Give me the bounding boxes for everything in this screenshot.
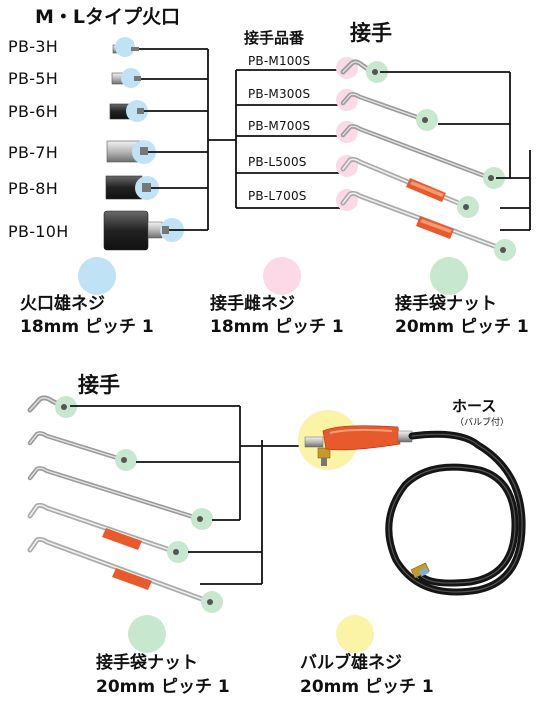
joint-pipes-bottom xyxy=(27,395,213,605)
burner-connectors xyxy=(139,48,340,231)
burner-label-pb-3h: PB-3H xyxy=(8,37,59,56)
joint-connectors-top xyxy=(380,71,531,231)
joint-connectors-bottom xyxy=(70,405,320,585)
legend-joint-nut-label: 接手袋ナット xyxy=(395,294,497,314)
joint-code-pb-l700s: PB-L700S xyxy=(248,189,307,203)
burner-label-pb-6h: PB-6H xyxy=(8,102,59,121)
joint-pipes-top xyxy=(340,59,508,253)
legend-circles-bottom xyxy=(128,615,374,653)
legend-circles-top xyxy=(78,257,468,295)
joint-pb-l500s-icon xyxy=(340,156,471,210)
joint-code-pb-m300s: PB-M300S xyxy=(248,87,311,101)
joint-thread-markers xyxy=(336,57,358,211)
hose-title: ホース xyxy=(452,397,497,415)
joint-pb-m300s-icon xyxy=(340,92,428,123)
burner-section-title: M・Lタイプ火口 xyxy=(35,6,181,28)
hose-subtitle: （バルブ付） xyxy=(455,418,510,428)
joint-section-title: 接手 xyxy=(350,21,392,45)
legend-joint-female-spec: 18mm ピッチ 1 xyxy=(210,317,344,337)
burner-label-pb-8h: PB-8H xyxy=(8,179,59,198)
legend-valve-thread-label: バルブ雄ネジ xyxy=(300,653,402,673)
joint-code-pb-m100s: PB-M100S xyxy=(248,54,311,68)
burner-label-pb-10h: PB-10H xyxy=(8,222,69,241)
legend-valve-thread-spec: 20mm ピッチ 1 xyxy=(300,677,434,697)
bottom-joint-title: 接手 xyxy=(78,373,120,397)
legend-bottom-nut-spec: 20mm ピッチ 1 xyxy=(96,677,230,697)
joint-code-pb-l500s: PB-L500S xyxy=(248,155,307,169)
joint-pb-m700s-icon xyxy=(340,124,493,181)
hose-icon xyxy=(385,430,526,596)
legend-burner-thread-spec: 18mm ピッチ 1 xyxy=(20,317,154,337)
legend-joint-nut-spec: 20mm ピッチ 1 xyxy=(395,317,529,337)
burner-label-pb-7h: PB-7H xyxy=(8,143,59,162)
hose-valve-icon xyxy=(304,425,413,466)
legend-bottom-nut-label: 接手袋ナット xyxy=(96,653,198,673)
joint-pb-l700s-icon xyxy=(340,190,508,253)
joint-code-heading: 接手品番 xyxy=(244,29,305,47)
legend-burner-thread-label: 火口雄ネジ xyxy=(20,294,105,314)
burner-tip-pb-10h-icon xyxy=(103,210,169,251)
burner-label-pb-5h: PB-5H xyxy=(8,69,59,88)
legend-joint-female-label: 接手雌ネジ xyxy=(210,294,295,314)
joint-pb-m100s-icon xyxy=(340,59,375,75)
joint-code-pb-m700s: PB-M700S xyxy=(248,119,311,133)
